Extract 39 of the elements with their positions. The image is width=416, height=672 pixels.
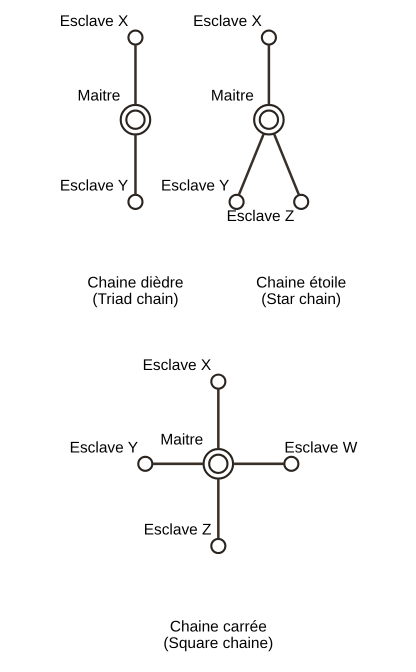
node-label: Esclave X: [192, 13, 262, 30]
node-label: Esclave X: [142, 357, 211, 374]
node-label: Maitre: [160, 432, 203, 449]
label: (Star chain): [260, 291, 341, 308]
node-circle: [119, 104, 151, 136]
node-label: Esclave X: [59, 13, 128, 30]
node-circle: [202, 448, 234, 480]
node-label: Maitre: [77, 87, 120, 104]
connector: [237, 133, 264, 196]
node-circle: [252, 104, 284, 136]
node-label: Esclave W: [284, 439, 357, 456]
label: Chaine étoile: [256, 274, 346, 292]
node-circle: [126, 194, 144, 210]
connector: [152, 462, 203, 466]
label: (Triad chain): [92, 291, 178, 308]
connector: [267, 44, 270, 105]
connector: [134, 44, 136, 105]
connector: [134, 134, 136, 195]
connector: [272, 133, 300, 196]
node-circle: [228, 194, 244, 210]
node-label: Maitre: [210, 87, 254, 104]
connector: [216, 388, 220, 449]
label: Chaine carrée: [169, 618, 266, 636]
label: Chaine dièdre: [86, 274, 184, 292]
node-circle: [210, 374, 226, 390]
node-label: Esclave Z: [226, 208, 294, 226]
node-circle: [282, 456, 299, 472]
node-circle: [260, 29, 276, 46]
node-circle: [210, 538, 226, 554]
node-circle: [126, 29, 144, 46]
node-circle: [292, 194, 309, 210]
label: (Square chaine): [162, 635, 273, 652]
node-circle: [136, 456, 153, 472]
node-label: Esclave Y: [69, 439, 138, 456]
node-label: Esclave Y: [59, 177, 128, 194]
connector: [232, 462, 284, 466]
node-label: Esclave Z: [143, 521, 211, 538]
node-label: Esclave Y: [160, 177, 229, 194]
connector: [216, 478, 220, 539]
